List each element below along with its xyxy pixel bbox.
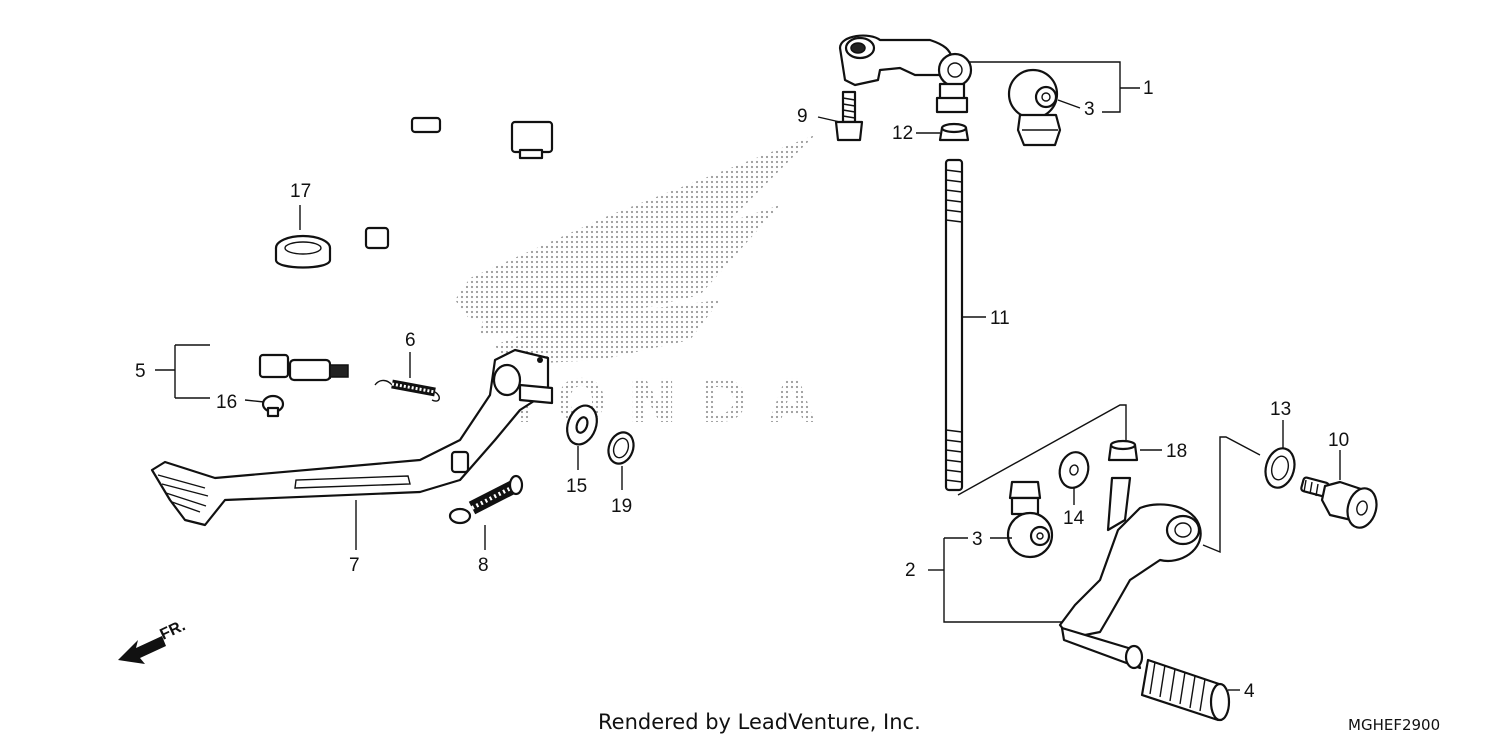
callout-2: 2	[905, 560, 916, 581]
front-direction-arrow-icon: FR.	[118, 617, 188, 664]
ball-joint-lower	[1006, 480, 1054, 559]
gearshift-pedal	[1058, 476, 1202, 670]
circlip	[607, 431, 635, 465]
leader-lines	[155, 61, 1341, 691]
callout-18: 18	[1166, 441, 1187, 462]
callout-3-lower: 3	[972, 529, 983, 550]
spring-clip	[261, 394, 285, 418]
callout-9: 9	[797, 106, 808, 127]
callout-1: 1	[1143, 78, 1154, 99]
callout-4: 4	[1244, 681, 1255, 702]
brake-pedal	[150, 348, 554, 527]
shift-pedal-rubber	[1140, 658, 1231, 722]
callout-12: 12	[892, 123, 913, 144]
joint-bolt	[834, 90, 864, 142]
callout-7: 7	[349, 555, 360, 576]
callout-10: 10	[1328, 430, 1349, 451]
pedal-washer	[566, 404, 598, 446]
upper-shift-joint	[838, 34, 973, 114]
lock-nut-upper	[938, 122, 970, 142]
callout-13: 13	[1270, 399, 1291, 420]
callout-14: 14	[1063, 508, 1085, 529]
lower-washer	[1058, 451, 1090, 489]
shift-rod	[944, 158, 964, 492]
callout-11: 11	[990, 308, 1010, 329]
lock-nut-lower	[1107, 439, 1139, 462]
render-credit: Rendered by LeadVenture, Inc.	[598, 710, 921, 734]
callout-15: 15	[566, 476, 587, 497]
pivot-bolt	[1300, 476, 1378, 529]
diagram-code: MGHEF2900	[1348, 716, 1441, 734]
dust-seal	[1264, 447, 1296, 489]
callout-6: 6	[405, 330, 416, 351]
callout-17: 17	[290, 181, 311, 202]
front-direction-label: FR.	[158, 617, 189, 643]
clamp-band	[274, 234, 332, 269]
callout-16: 16	[216, 392, 237, 413]
return-spring	[448, 474, 524, 525]
brake-switch-harness	[205, 97, 554, 382]
callout-3-upper: 3	[1084, 99, 1095, 120]
callout-labels: 1 2 3 3 4 5 6 7 8 9 10 11 12 13 14 15 16…	[135, 78, 1349, 702]
switch-spring	[374, 379, 440, 402]
callout-5: 5	[135, 361, 146, 382]
ball-joint-upper	[1007, 68, 1062, 147]
callout-8: 8	[478, 555, 489, 576]
callout-19: 19	[611, 496, 632, 517]
